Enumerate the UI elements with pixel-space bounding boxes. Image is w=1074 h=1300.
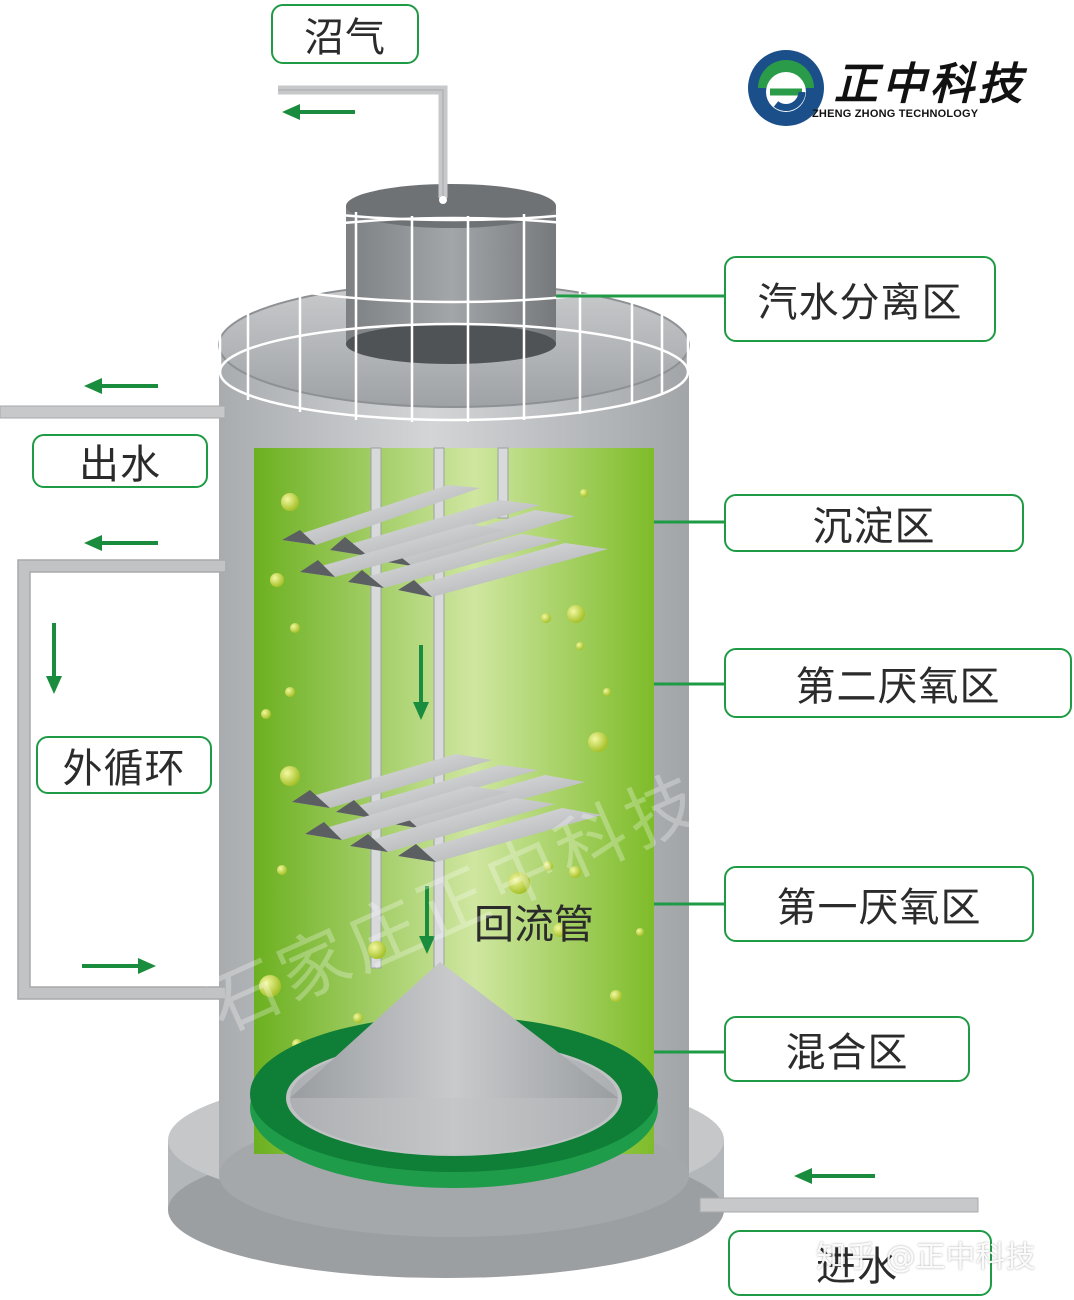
label-inflow: 进水 — [728, 1230, 992, 1296]
label-biogas: 沼气 — [271, 4, 419, 64]
label-external-circulation: 外循环 — [36, 736, 212, 794]
label-outflow: 出水 — [32, 434, 208, 488]
leader-lines — [556, 294, 724, 1054]
upper-separator — [282, 485, 608, 597]
label-separation-zone: 汽水分离区 — [724, 256, 996, 342]
inlet-pipe — [699, 1197, 979, 1213]
external-circulation-pipe — [18, 560, 225, 999]
flow-arrows — [46, 104, 875, 1184]
zz-logo-icon — [748, 50, 824, 126]
top-cage — [218, 138, 690, 422]
label-sedimentation-zone: 沉淀区 — [724, 494, 1024, 552]
label-mixing-zone: 混合区 — [724, 1016, 970, 1082]
logo-chinese-name: 正中科技 — [834, 59, 1026, 110]
logo-english-name: ZHENG ZHONG TECHNOLOGY — [812, 108, 979, 120]
corner-watermark: 知乎 @正中科技 — [816, 1240, 1036, 1275]
outlet-pipe — [0, 405, 226, 419]
label-return-pipe: 回流管 — [474, 902, 594, 948]
company-logo: 正中科技 ZHENG ZHONG TECHNOLOGY — [746, 48, 1046, 128]
mixing-zone — [250, 962, 658, 1188]
gas-separator — [346, 184, 556, 364]
gas-bubbles — [259, 489, 644, 1049]
lower-separator — [292, 754, 602, 862]
label-second-anaerobic-zone: 第二厌氧区 — [724, 648, 1072, 718]
label-first-anaerobic-zone: 第一厌氧区 — [724, 866, 1034, 942]
biogas-pipe — [278, 85, 448, 204]
